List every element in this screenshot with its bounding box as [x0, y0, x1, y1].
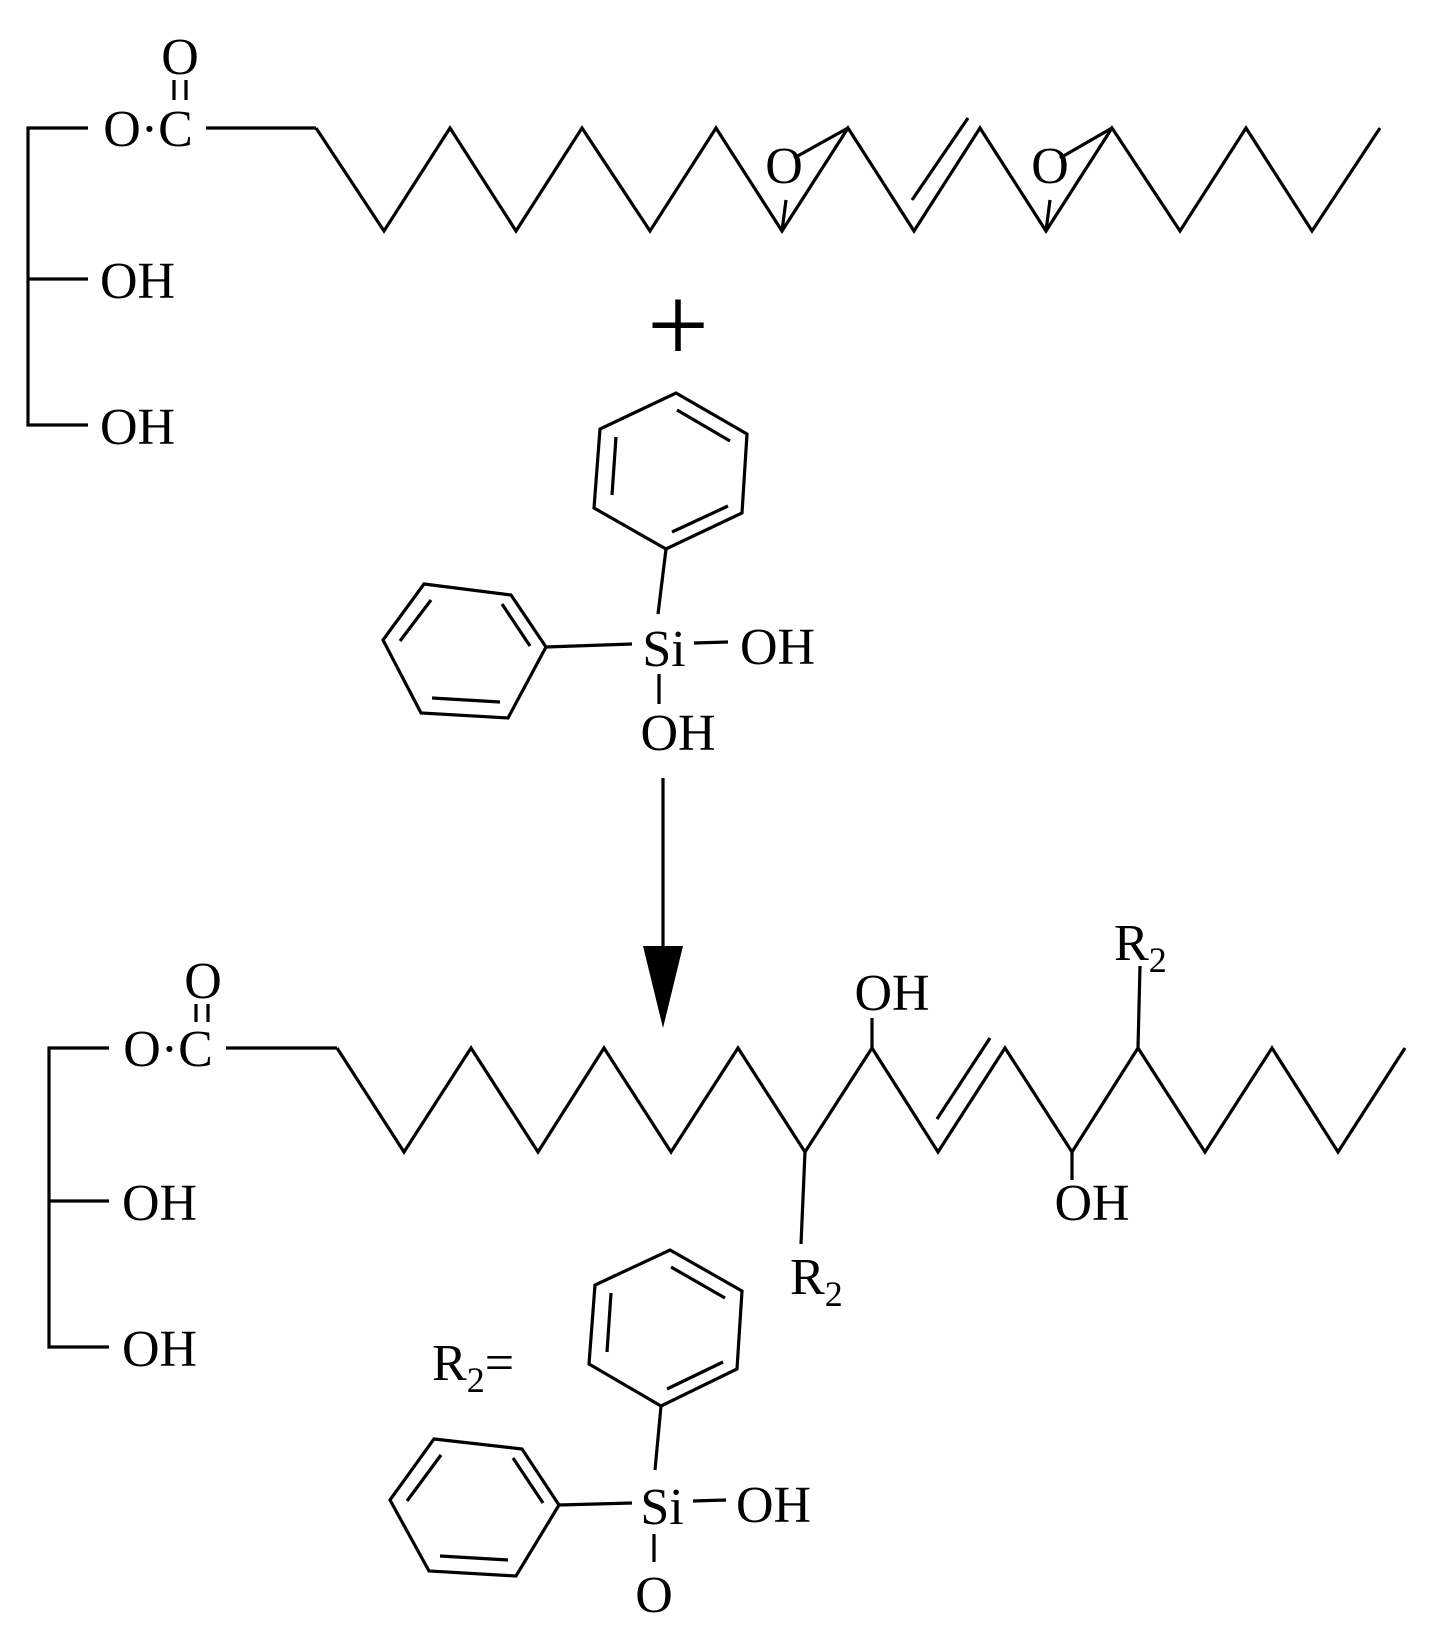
hydroxyl-label: OH: [100, 399, 175, 456]
phenyl-ring: [388, 1437, 561, 1578]
phenyl-double-bond: [500, 603, 532, 647]
hydroxyl-label: OH: [740, 619, 815, 676]
r2-substituent-bond: [1136, 965, 1142, 1049]
reactant-epoxidized-glyceride: O O·C OH OH O O: [26, 29, 1382, 456]
epoxide-ring-bond: [1059, 126, 1113, 160]
r-symbol: R: [1114, 915, 1149, 972]
chain-double-bond: [935, 1037, 992, 1120]
fatty-chain-bond: [335, 1045, 1407, 1155]
fatty-chain-bond: [314, 125, 1382, 234]
epoxide-oxygen-label: O: [1031, 138, 1069, 195]
r-subscript: 2: [1149, 940, 1167, 980]
epoxide-ring-bond: [780, 199, 788, 232]
hydroxyl-label: OH: [736, 1477, 811, 1534]
si-oh-bond: [692, 1498, 727, 1503]
phenyl-double-bond: [670, 1265, 726, 1300]
hydroxyl-label: OH: [640, 705, 715, 762]
si-phenyl-bond: [558, 1501, 633, 1507]
epoxide-oxygen-label: O: [765, 138, 803, 195]
hydroxyl-label: OH: [1054, 1175, 1129, 1232]
hydroxyl-label: OH: [100, 253, 175, 310]
reaction-arrow: [643, 778, 683, 1028]
epoxide-ring-bond: [793, 126, 849, 160]
reaction-arrow-head: [643, 946, 683, 1028]
phenyl-double-bond: [398, 599, 433, 642]
si-oh-bond: [693, 640, 729, 645]
ester-link-label: O·C: [103, 101, 193, 158]
epoxide-ring-bond: [1044, 199, 1052, 232]
phenyl-ring: [381, 582, 548, 720]
r-subscript: 2: [467, 1360, 485, 1400]
glycerol-backbone-bond: [47, 1046, 109, 1349]
carbonyl-oxygen-label: O: [161, 29, 199, 86]
phenyl-ring: [587, 1248, 744, 1408]
r-symbol: R: [790, 1249, 825, 1306]
si-phenyl-bond: [653, 1405, 663, 1471]
glycerol-backbone-bond: [26, 126, 88, 427]
phenyl-double-bond: [511, 1457, 545, 1504]
hydroxyl-label: OH: [854, 965, 929, 1022]
phenyl-double-bond: [405, 1454, 443, 1502]
plus-sign: +: [647, 264, 709, 386]
silicon-label: Si: [642, 621, 685, 678]
si-phenyl-bond: [545, 642, 633, 649]
r-symbol: R: [432, 1335, 467, 1392]
r2-label: R2: [1114, 915, 1167, 980]
r2-definition: R2= Si OH O: [388, 1248, 811, 1624]
phenyl-double-bond: [676, 408, 731, 443]
ester-link-label: O·C: [123, 1021, 213, 1078]
r2-label: R2: [790, 1249, 843, 1314]
reactant-diphenylsilanediol: Si OH OH: [381, 391, 815, 762]
carbonyl-oxygen-label: O: [184, 953, 222, 1010]
phenyl-ring: [592, 391, 749, 551]
r2-definition-label: R2=: [432, 1335, 514, 1400]
phenyl-double-bond: [431, 696, 501, 704]
hydroxyl-label: OH: [122, 1321, 197, 1378]
phenyl-double-bond: [666, 1360, 724, 1391]
hydroxyl-label: OH: [122, 1175, 197, 1232]
phenyl-double-bond: [610, 436, 618, 496]
phenyl-double-bond: [671, 504, 729, 534]
chain-double-bond: [910, 117, 970, 201]
silanol-oxygen-label: O: [635, 1567, 673, 1624]
product-silanol-modified-glyceride: O O·C OH OH OH OH R2 R2: [47, 915, 1407, 1378]
equals-sign: =: [485, 1335, 514, 1392]
phenyl-double-bond: [605, 1292, 613, 1353]
r-subscript: 2: [825, 1274, 843, 1314]
r2-substituent-bond: [799, 1151, 807, 1245]
phenyl-double-bond: [439, 1554, 509, 1562]
silicon-label: Si: [640, 1479, 683, 1536]
si-phenyl-bond: [656, 548, 668, 615]
